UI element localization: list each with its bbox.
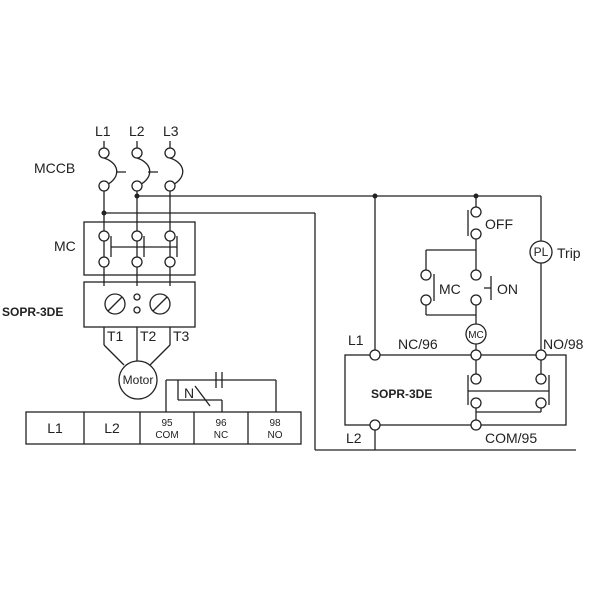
terminal-cell-2-bottom: L2 (104, 420, 120, 436)
motor: Motor (118, 360, 158, 400)
phase-label-l1: L1 (95, 123, 111, 139)
on-button: ON (470, 250, 518, 306)
terminal-label-t1: T1 (107, 328, 124, 344)
mc-contactor (83, 221, 196, 276)
mc-coil-label: MC (468, 330, 484, 341)
terminal-label-t2: T2 (140, 328, 157, 344)
terminal-cell-5-top: 98 (269, 418, 281, 429)
terminal-block: L1 L2 95 COM 96 NC 98 NO (25, 411, 302, 445)
off-button: OFF (467, 206, 513, 240)
sopr-relay-right: SOPR-3DE (344, 349, 567, 431)
trip-label: Trip (557, 245, 581, 261)
sopr-relay-left (83, 281, 196, 328)
terminal-cell-3-top: 95 (161, 418, 173, 429)
relay-label-left: SOPR-3DE (2, 305, 63, 319)
mccb-pole-1 (98, 147, 118, 192)
mccb-pole-3 (164, 147, 184, 192)
nc96-label: NC/96 (398, 336, 438, 352)
phase-label-l2: L2 (129, 123, 145, 139)
phase-label-l3: L3 (163, 123, 179, 139)
mccb-breaker (98, 147, 184, 192)
no98-label: NO/98 (543, 336, 584, 352)
mc-coil: MC (465, 323, 487, 345)
mc-aux-contact: MC (420, 250, 461, 315)
aux-contacts: N (165, 372, 277, 412)
relay-label-right: SOPR-3DE (371, 387, 432, 401)
terminal-cell-3-bottom: COM (155, 430, 178, 441)
motor-label: Motor (123, 373, 154, 387)
mccb-pole-2 (131, 147, 151, 192)
com95-label: COM/95 (485, 430, 537, 446)
terminal-cell-4-bottom: NC (214, 430, 228, 441)
mc-contact-label: MC (439, 281, 461, 297)
mc-label: MC (54, 238, 76, 254)
pilot-lamp: PL Trip (529, 240, 581, 264)
terminal-cell-4-top: 96 (215, 418, 227, 429)
terminal-label-t3: T3 (173, 328, 190, 344)
off-label: OFF (485, 216, 513, 232)
right-l1-label: L1 (348, 332, 364, 348)
terminal-cell-5-bottom: NO (268, 430, 283, 441)
terminal-cell-1-bottom: L1 (47, 420, 63, 436)
mccb-label: MCCB (34, 160, 75, 176)
right-l2-label: L2 (346, 430, 362, 446)
on-label: ON (497, 281, 518, 297)
pl-label: PL (534, 245, 549, 259)
nc-contact-label: N (184, 385, 194, 401)
